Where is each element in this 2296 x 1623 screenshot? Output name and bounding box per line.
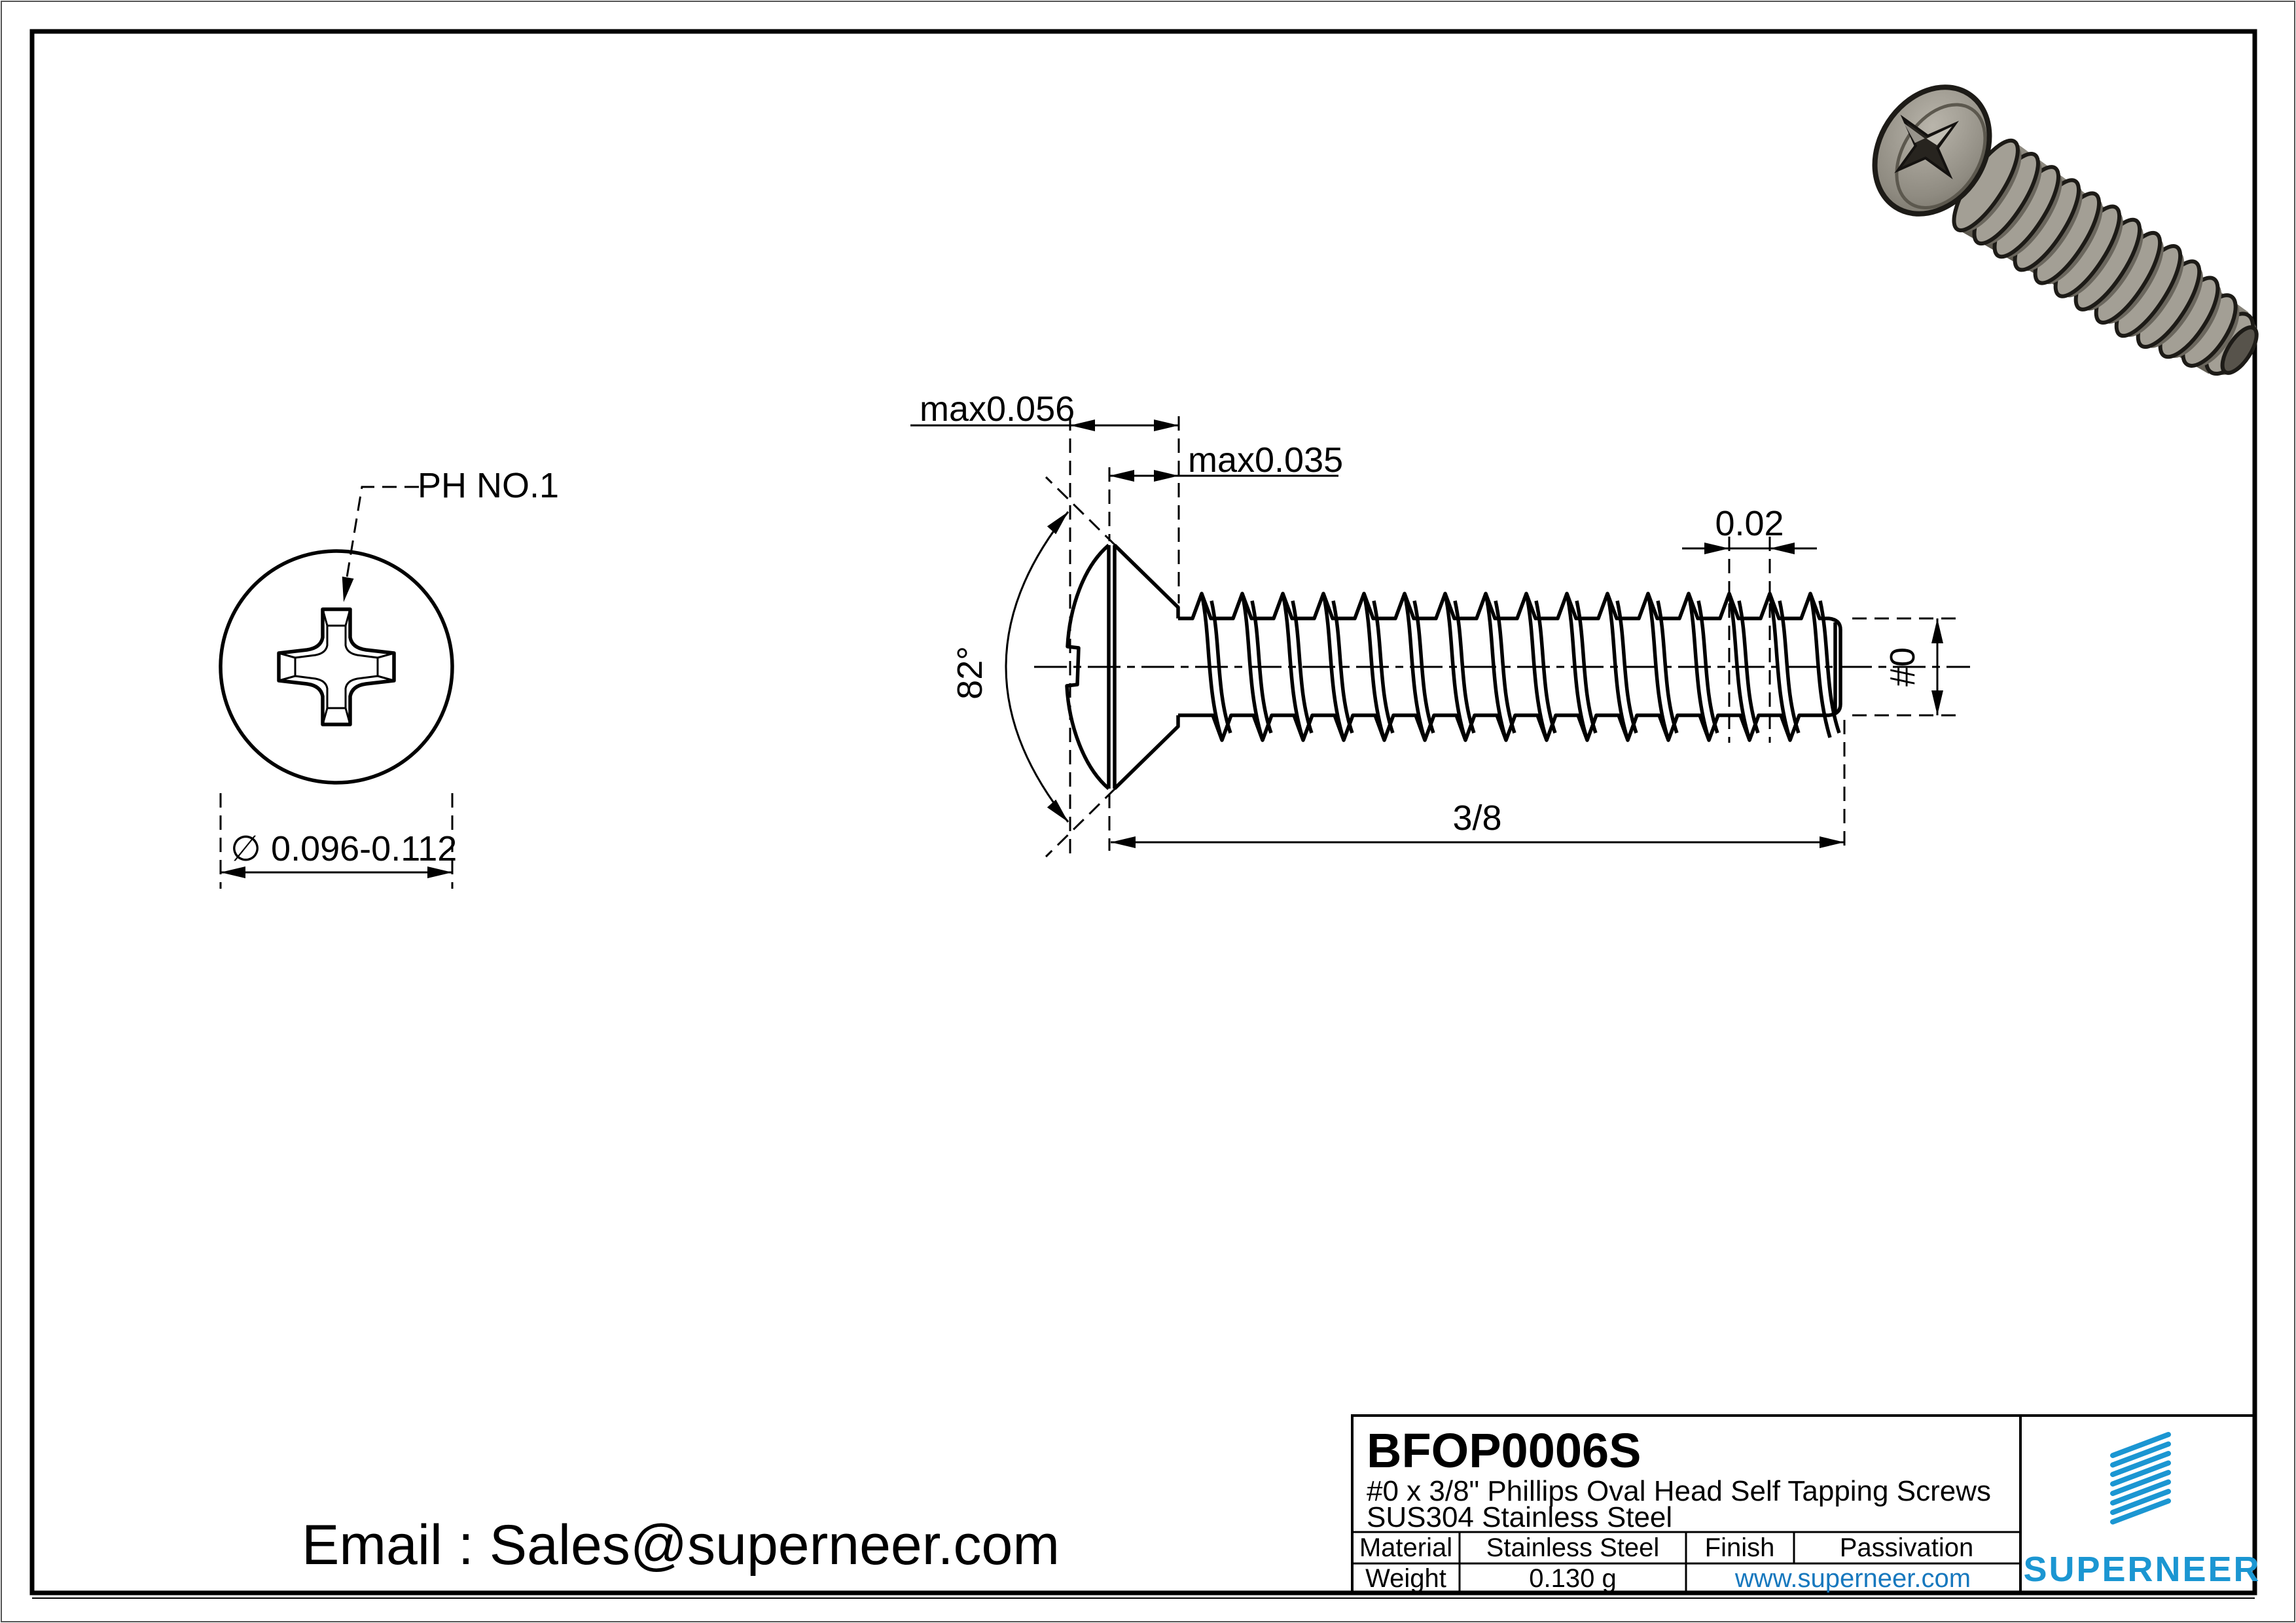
finish-label: Finish bbox=[1705, 1533, 1775, 1562]
head-outline-circle bbox=[219, 549, 454, 785]
part-number: BFOP0006S bbox=[1367, 1423, 1641, 1478]
screw-3d-render bbox=[1872, 84, 2259, 376]
head-cone-top bbox=[1113, 544, 1180, 618]
weight-value: 0.130 g bbox=[1529, 1564, 1616, 1593]
finish-value: Passivation bbox=[1840, 1533, 1974, 1562]
dim-text-head-height: max0.056 bbox=[920, 389, 1075, 429]
dim-text-angle: 82° bbox=[950, 646, 990, 700]
head-front-view: PH NO.1 ∅ 0.096-0.112 bbox=[219, 466, 559, 889]
contact-email-text: Email : Sales@superneer.com bbox=[302, 1514, 1060, 1577]
dim-text-pitch: 0.02 bbox=[1715, 504, 1784, 543]
screw-tip-3d bbox=[2220, 325, 2259, 375]
description-line-2: SUS304 Stainless Steel bbox=[1367, 1501, 1672, 1533]
dia-dim-text: ∅ 0.096-0.112 bbox=[230, 829, 457, 868]
ext-cone-diagonal-bottom bbox=[1045, 740, 1164, 858]
website-link[interactable]: www.superneer.com bbox=[1734, 1564, 1971, 1593]
dim-text-diameter: #0 bbox=[1883, 647, 1922, 687]
description-line-1: #0 x 3/8" Phillips Oval Head Self Tappin… bbox=[1367, 1475, 1991, 1507]
ph-callout-label: PH NO.1 bbox=[418, 466, 559, 505]
ext-cone-diagonal-top bbox=[1045, 476, 1164, 594]
title-block: BFOP0006S #0 x 3/8" Phillips Oval Head S… bbox=[1351, 1414, 2261, 1594]
dimension-arrowheads bbox=[221, 419, 1943, 878]
head-dome-edge-3d bbox=[1895, 103, 1987, 209]
dim-text-countersink: max0.035 bbox=[1188, 440, 1343, 480]
thread-ridges-3d bbox=[1952, 138, 2257, 376]
phillips-wing-ticks bbox=[278, 609, 395, 725]
drawing-frame bbox=[29, 29, 2257, 1596]
dim-text-length: 3/8 bbox=[1452, 798, 1501, 838]
brand-wordmark: SUPERNEER bbox=[2023, 1550, 2261, 1589]
material-label: Material bbox=[1359, 1533, 1452, 1562]
superneer-logo-icon bbox=[2110, 1432, 2171, 1525]
angle-arc bbox=[1005, 511, 1069, 823]
ph-callout-leader bbox=[344, 486, 419, 590]
head-dome-outline bbox=[1065, 543, 1110, 791]
head-cone-bottom bbox=[1113, 715, 1180, 790]
title-block-border bbox=[1351, 1414, 2256, 1594]
threaded-shank bbox=[1178, 592, 1842, 742]
material-value: Stainless Steel bbox=[1486, 1533, 1660, 1562]
phillips-recess-3d bbox=[1894, 115, 1960, 179]
weight-label: Weight bbox=[1365, 1564, 1446, 1593]
side-view: max0.056 max0.035 82° 0.02 #0 3/8 bbox=[221, 389, 1970, 878]
